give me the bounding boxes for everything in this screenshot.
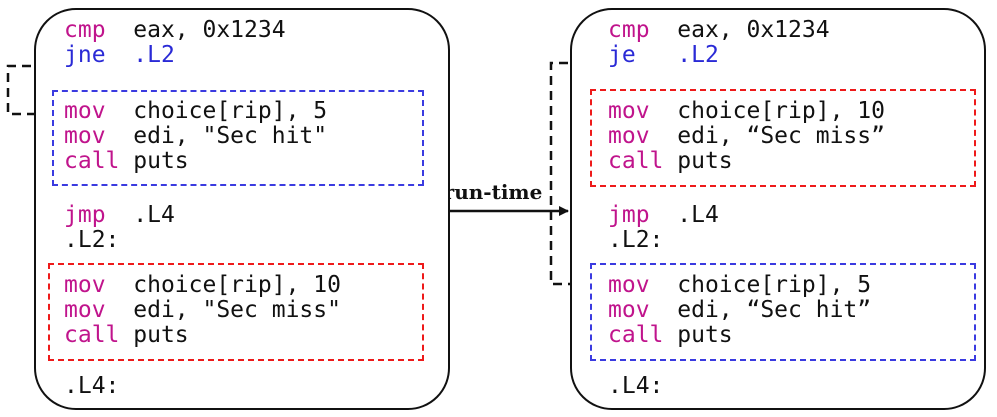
right-je-line: je .L2: [608, 42, 719, 68]
right-block2-line1: mov choice[rip], 5: [608, 272, 872, 298]
right-block2-line3: call puts: [608, 322, 733, 348]
right-cmp-line: cmp eax, 0x1234: [608, 17, 830, 43]
runtime-label: run-time: [443, 180, 543, 204]
left-jne-arrow: [6, 64, 48, 119]
right-block1-line2: mov edi, “Sec miss”: [608, 123, 885, 149]
left-block1-line1: mov choice[rip], 5: [64, 98, 328, 124]
left-cmp-opcode: cmp: [64, 17, 106, 43]
left-l4-label: .L4:: [64, 373, 120, 399]
left-block2-line1: mov choice[rip], 10: [64, 272, 341, 298]
left-jne-line: jne .L2: [64, 43, 175, 68]
left-jne-target: .L2: [133, 42, 175, 68]
left-cmp-line: cmp eax, 0x1234: [64, 18, 286, 43]
left-block2-line2: mov edi, "Sec miss": [64, 297, 341, 323]
left-jne-opcode: jne: [64, 42, 106, 68]
right-l2-label: .L2:: [608, 227, 664, 253]
right-miss-block: [590, 89, 976, 187]
left-cmp-args: eax, 0x1234: [133, 17, 286, 43]
right-block1-line1: mov choice[rip], 10: [608, 98, 885, 124]
left-hit-block: [52, 90, 424, 186]
right-hit-block: [590, 263, 976, 361]
right-jmp-line: jmp .L4: [608, 202, 719, 228]
right-block2-line2: mov edi, “Sec hit”: [608, 297, 872, 323]
left-l2-label: .L2:: [64, 227, 120, 253]
left-block2-line3: call puts: [64, 322, 189, 348]
right-code-panel: cmp eax, 0x1234 je .L2 mov choice[rip], …: [570, 8, 986, 410]
left-block1-line2: mov edi, "Sec hit": [64, 123, 328, 149]
left-code-panel: cmp eax, 0x1234 jne .L2 mov choice[rip],…: [34, 8, 450, 410]
right-block1-line3: call puts: [608, 148, 733, 174]
left-jmp-line: jmp .L4: [64, 202, 175, 228]
left-miss-block: [48, 263, 424, 361]
left-block1-line3: call puts: [64, 148, 189, 174]
right-l4-label: .L4:: [608, 373, 664, 399]
